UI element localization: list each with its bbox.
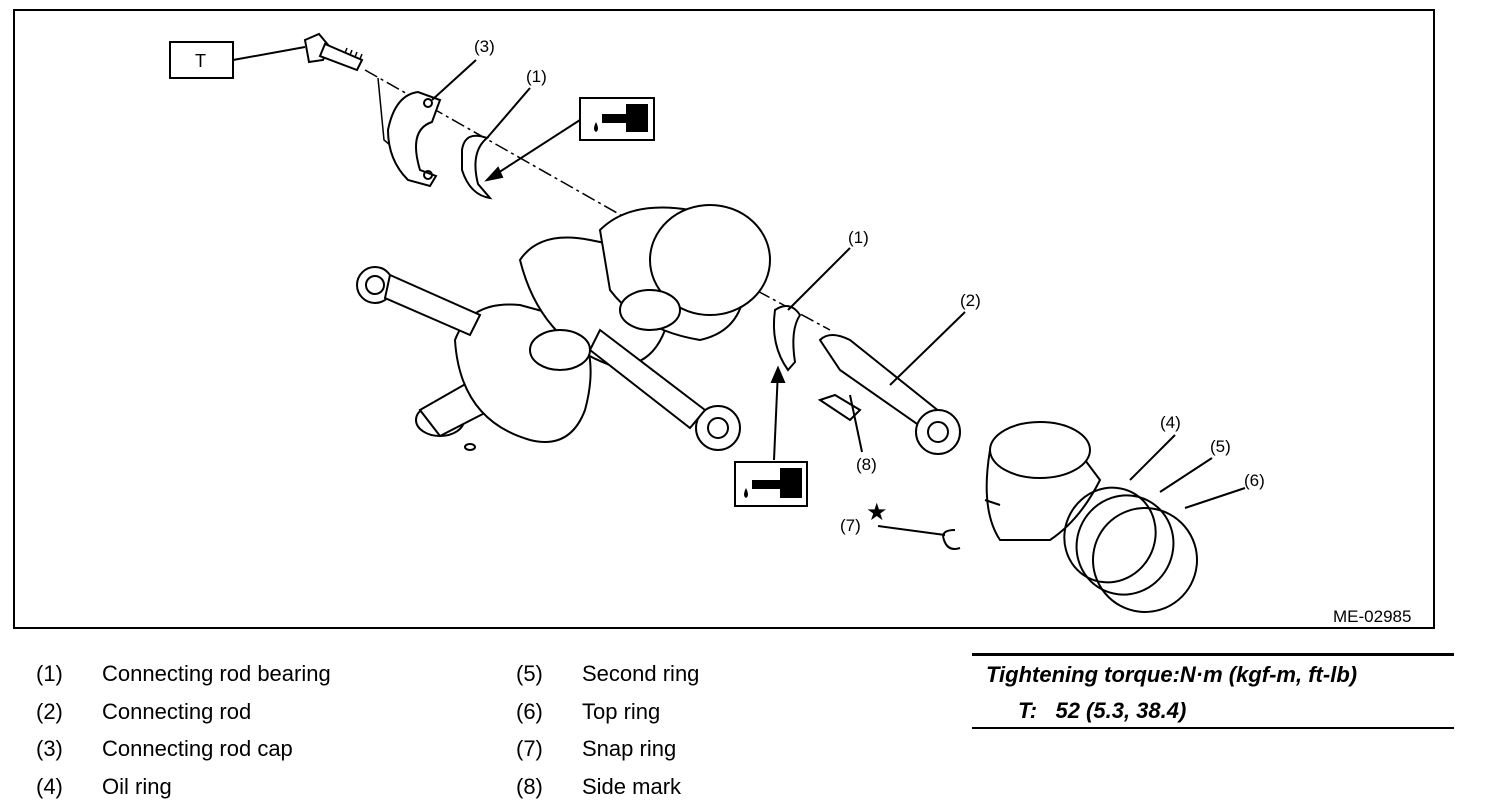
callout-leader-3 <box>431 59 477 101</box>
legend-left: (1) Connecting rod bearing (2) Connecting … <box>36 655 331 805</box>
legend-label: Connecting rod bearing <box>102 661 331 686</box>
legend-num: (4) <box>36 773 63 799</box>
legend-item: (6) Top ring <box>516 693 699 731</box>
torque-leader-line <box>232 46 306 61</box>
legend-item: (7) Snap ring <box>516 730 699 768</box>
callout-1-middle: (1) <box>848 228 869 247</box>
callout-6: (6) <box>1244 471 1265 490</box>
bolt-part <box>303 32 364 72</box>
exploded-view-diagram: (3) (1) (1) (2) (8) (4) (5) (6) (7) ★ T … <box>169 32 1411 626</box>
legend-num: (1) <box>36 661 63 686</box>
legend-label: Second ring <box>582 661 700 686</box>
legend-item: (5) Second ring <box>516 655 699 693</box>
connecting-rod-middle <box>588 328 741 451</box>
torque-spec-box: Tightening torque:N·m (kgf-m, ft-lb) T: … <box>972 653 1454 729</box>
legend-item: (3) Connecting rod cap <box>36 730 331 768</box>
bearing-shell-middle <box>772 305 802 372</box>
snap-ring-part <box>942 529 961 550</box>
connecting-rod-left <box>356 266 482 337</box>
legend-num: (8) <box>516 773 543 799</box>
crankshaft-part <box>415 204 771 451</box>
callout-4: (4) <box>1160 413 1181 432</box>
legend-label: Snap ring <box>582 736 677 761</box>
legend-label: Top ring <box>582 698 661 724</box>
legend-num: (6) <box>516 698 543 724</box>
torque-box-label: T <box>195 51 206 71</box>
legend-label: Connecting rod cap <box>102 736 293 761</box>
oil-arrow-lower <box>773 369 779 461</box>
diagram-frame <box>13 9 1435 629</box>
legend-num: (2) <box>36 698 63 724</box>
legend-num: (3) <box>36 736 63 761</box>
torque-spec-value: T: 52 (5.3, 38.4) <box>1018 698 1187 723</box>
oil-arrow-upper <box>486 119 581 181</box>
legend-right: (5)Second ring (6)Top ring (7)Snap ring … <box>516 655 699 805</box>
legend-item: (2) Connecting rod <box>36 693 331 731</box>
top-ring-part <box>1092 507 1198 613</box>
callout-3: (3) <box>474 37 495 56</box>
legend-num: (5) <box>516 661 543 686</box>
legend-item: (8) Side mark <box>516 768 699 806</box>
callout-1-upper: (1) <box>526 67 547 86</box>
connecting-rod-right <box>817 334 961 455</box>
callout-2: (2) <box>960 291 981 310</box>
bearing-shell-upper <box>461 134 493 200</box>
legend-item: (4) Oil ring <box>36 768 331 806</box>
callout-8: (8) <box>856 455 877 474</box>
callout-5: (5) <box>1210 437 1231 456</box>
torque-spec-title: Tightening torque:N·m (kgf-m, ft-lb) <box>986 662 1358 687</box>
legend-label: Connecting rod <box>102 698 252 724</box>
callout-7: (7) <box>840 516 861 535</box>
legend-label: Oil ring <box>102 773 172 799</box>
figure-code: ME-02985 <box>1333 607 1411 626</box>
star-icon: ★ <box>866 499 888 526</box>
connecting-rod-cap-part <box>386 90 442 188</box>
legend-label: Side mark <box>582 773 682 799</box>
legend-num: (7) <box>516 736 543 761</box>
legend-item: (1) Connecting rod bearing <box>36 655 331 693</box>
